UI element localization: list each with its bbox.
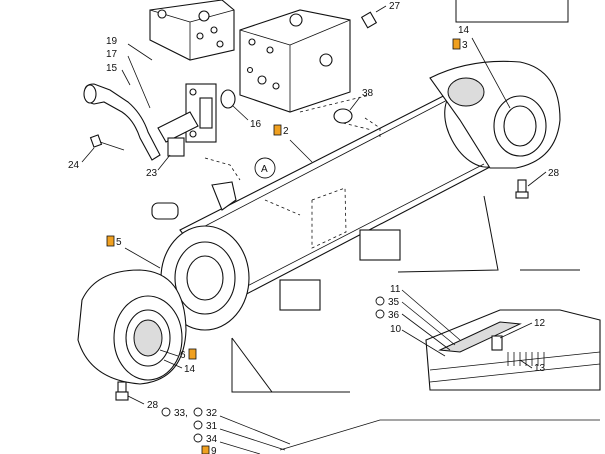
- o-ring-38: [333, 108, 353, 124]
- callout-27: 27: [389, 1, 401, 12]
- callout-10: 10: [390, 324, 402, 335]
- callout-33: 33,: [174, 408, 188, 419]
- detail-a-marker: [254, 157, 276, 179]
- elbow-fitting: [151, 181, 237, 220]
- rear-eye-mount: [429, 60, 561, 169]
- o-ring-16: [220, 89, 236, 109]
- callout-24: 24: [68, 160, 80, 171]
- callout-12: 12: [534, 318, 546, 329]
- valve-block-upper: [149, 0, 235, 61]
- marker-5: [106, 235, 115, 247]
- title-box: [455, 0, 569, 23]
- seal-detail-view: [425, 309, 601, 391]
- valve-block-main: [239, 9, 371, 113]
- callout-36: 36: [388, 310, 400, 321]
- marker-2: [273, 124, 282, 136]
- callout-6: 6: [180, 350, 186, 361]
- not-supplied-36: [375, 309, 385, 319]
- grease-nipple-28-bottom: [115, 381, 129, 401]
- grease-nipple-28-top: [515, 179, 529, 199]
- callout-16: 16: [250, 119, 262, 130]
- callout-5: 5: [116, 237, 122, 248]
- front-eye-mount: [77, 269, 187, 385]
- callout-14-bottom: 14: [184, 364, 196, 375]
- callout-19: 19: [106, 36, 118, 47]
- not-supplied-32: [193, 407, 203, 417]
- marker-9: [201, 445, 210, 454]
- not-supplied-35: [375, 296, 385, 306]
- pipe-fitting: [83, 83, 217, 161]
- callout-28-top: 28: [548, 168, 560, 179]
- callout-23: 23: [146, 168, 158, 179]
- callout-38: 38: [362, 88, 374, 99]
- callout-3: 3: [462, 40, 468, 51]
- marker-3: [452, 38, 461, 50]
- barrel-foot-1: [279, 279, 321, 311]
- callout-14-top: 14: [458, 25, 470, 36]
- callout-11: 11: [390, 284, 401, 295]
- bolt-24: [89, 134, 125, 151]
- callout-13: 13: [534, 363, 546, 374]
- callout-34: 34: [206, 434, 218, 445]
- marker-6: [188, 348, 197, 360]
- callout-9: 9: [211, 446, 217, 454]
- callout-a: A: [261, 164, 268, 175]
- callout-28-bottom: 28: [147, 400, 159, 411]
- not-supplied-31: [193, 420, 203, 430]
- callout-2: 2: [283, 126, 289, 137]
- callout-15: 15: [106, 63, 118, 74]
- callout-17: 17: [106, 49, 118, 60]
- callout-31: 31: [206, 421, 218, 432]
- callout-35: 35: [388, 297, 400, 308]
- not-supplied-34: [193, 433, 203, 443]
- callout-32: 32: [206, 408, 218, 419]
- barrel-foot-2: [359, 229, 401, 261]
- plug-27: [360, 5, 387, 29]
- not-supplied-33: [161, 407, 171, 417]
